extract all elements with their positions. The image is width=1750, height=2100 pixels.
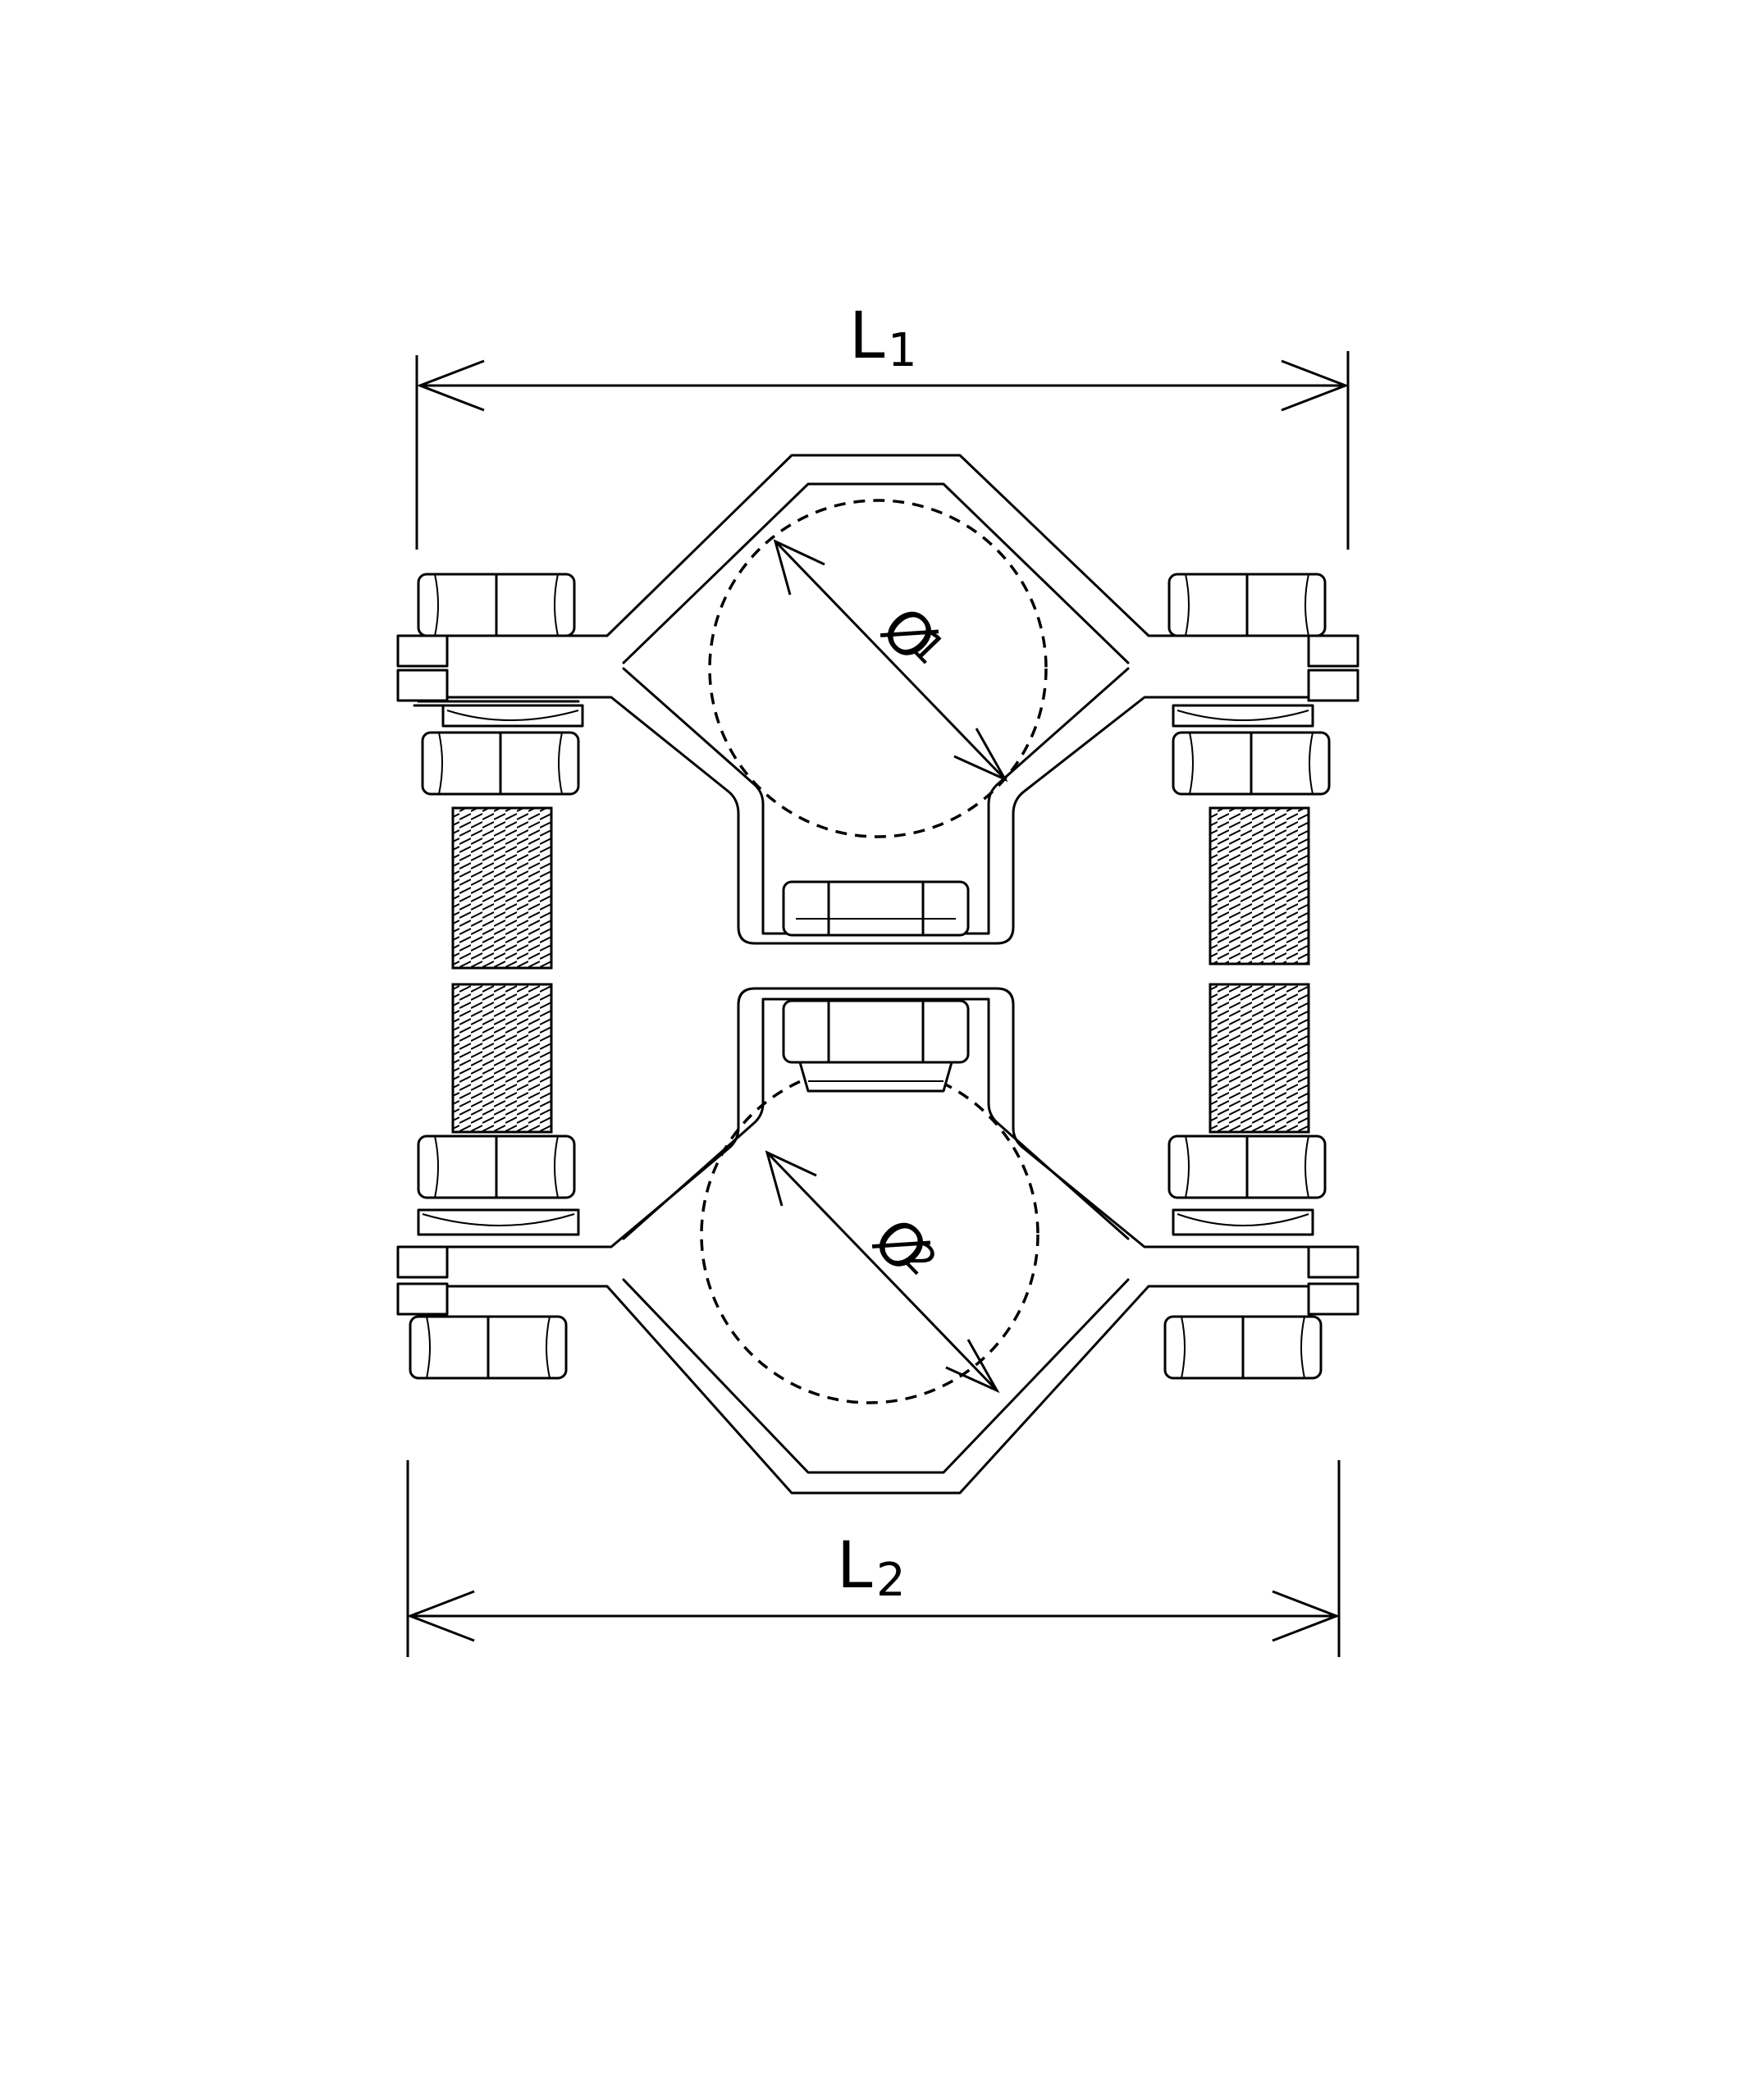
lower-clamp-band (396, 987, 1359, 1495)
arrow-icon (773, 539, 825, 596)
threaded-rod (451, 983, 553, 1134)
arrow-left-icon (416, 359, 485, 412)
diameter-d1: Ø 1 (773, 539, 1008, 783)
dimension-l1: L 1 (415, 299, 1350, 550)
label-l1-letter: L (849, 299, 885, 373)
center-nut-lower (782, 999, 970, 1093)
bolt-head (417, 573, 576, 637)
bolt-head (1163, 1315, 1323, 1380)
hex-nut (1172, 731, 1331, 796)
bolt-head (409, 1315, 568, 1380)
dimension-l2: L 2 (406, 1460, 1341, 1657)
threaded-rod (451, 806, 553, 970)
label-l2-letter: L (837, 1529, 873, 1603)
left-bolt-assembly (409, 573, 584, 1380)
arrow-icon (953, 728, 1008, 783)
arrow-left-icon (406, 1590, 475, 1642)
diameter-d2: Ø 2 (765, 1150, 1000, 1394)
label-l1-sub: 1 (888, 324, 917, 377)
arrow-icon (765, 1150, 817, 1207)
arrow-right-icon (1281, 359, 1350, 412)
pipe-circle-lower (700, 1065, 1039, 1404)
hex-nut (417, 1134, 576, 1199)
bolt-head (1167, 573, 1327, 637)
arrow-icon (945, 1339, 1000, 1394)
right-bolt-assembly (1163, 573, 1331, 1380)
threaded-rod (1209, 806, 1310, 966)
arrow-right-icon (1272, 1590, 1341, 1642)
threaded-rod (1209, 983, 1310, 1134)
hex-nut (421, 731, 580, 796)
center-nut-upper (782, 880, 970, 937)
pipe-circle-upper (708, 499, 1048, 838)
hex-nut (1167, 1134, 1327, 1199)
label-l2-sub: 2 (876, 1554, 906, 1607)
